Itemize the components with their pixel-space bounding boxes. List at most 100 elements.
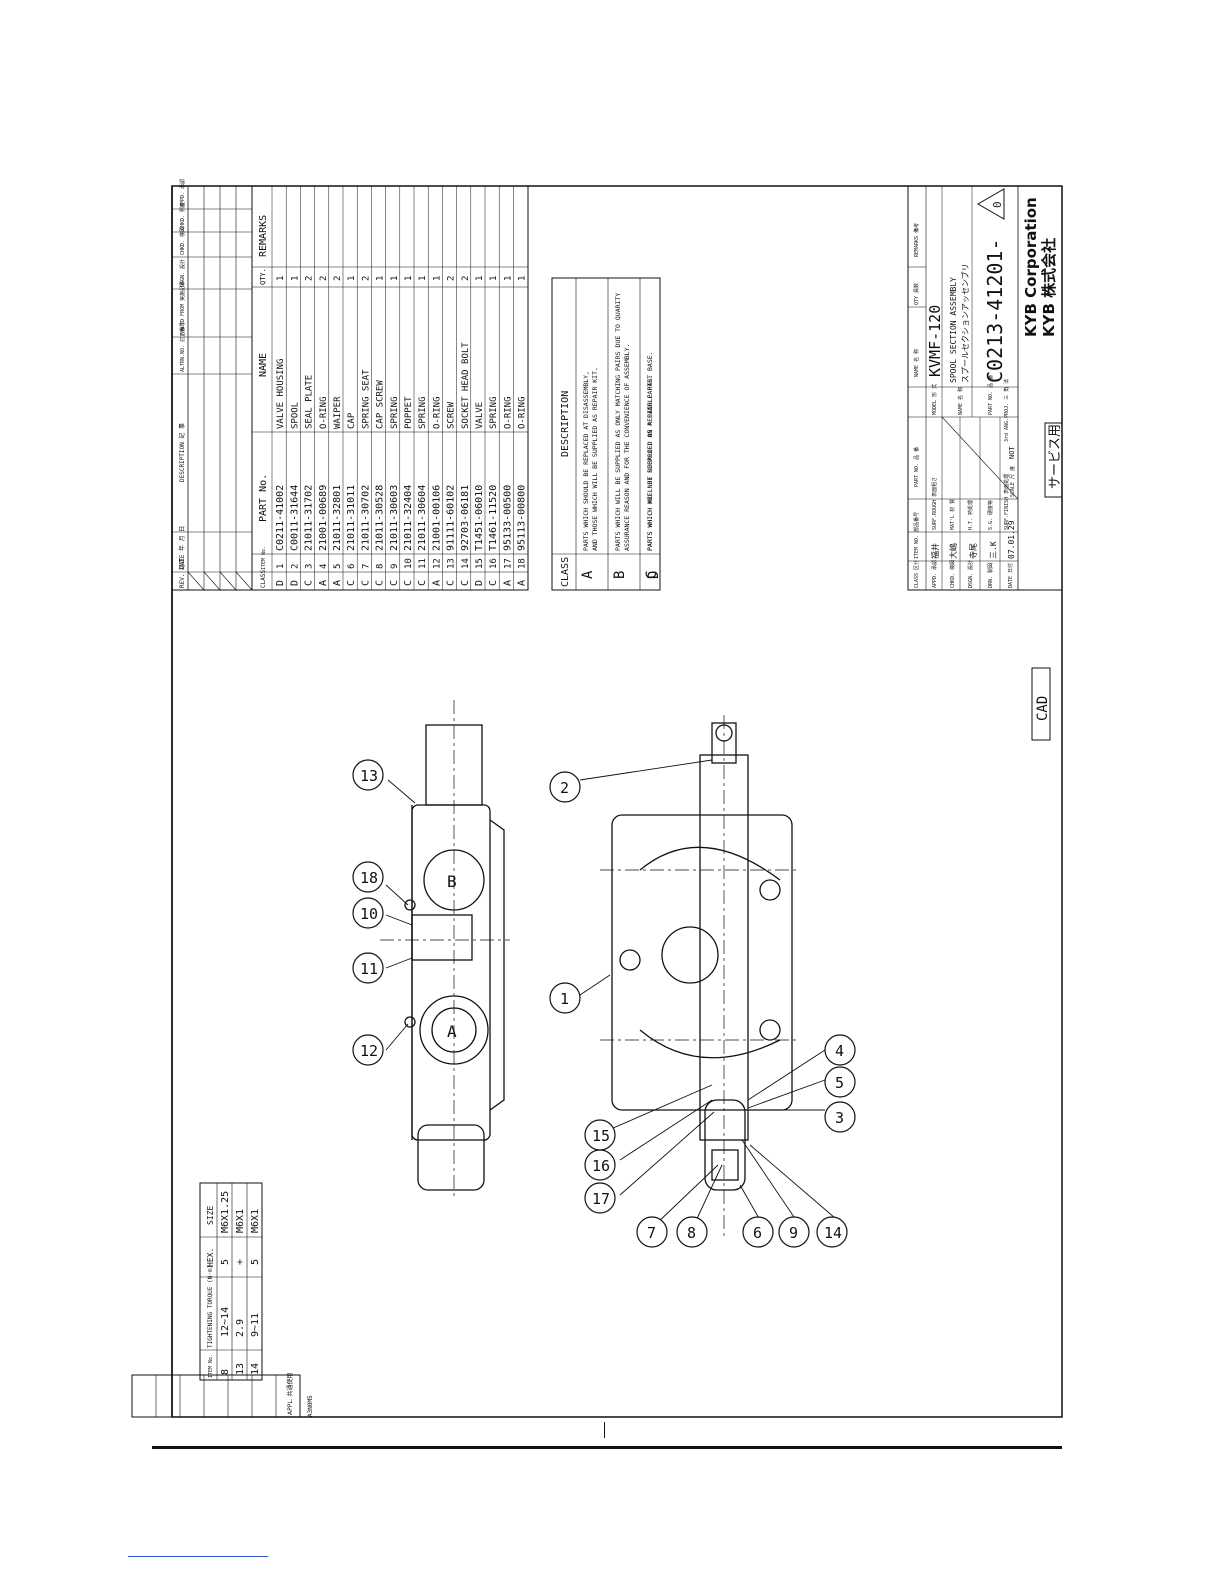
tb-date-value: 07.01.29 [1007,520,1016,559]
part-row-2-class: D [289,580,300,586]
part-row-1-class: D [275,580,286,586]
tb-part-no-value: C0213-41201- [983,239,1007,384]
balloon-10: 10 [352,897,384,929]
balloon-15: 15 [584,1119,616,1151]
part-row-8-part-no: 21011-30528 [375,485,386,551]
svg-text:12: 12 [360,1042,378,1060]
part-row-14-part-no: 92703-06181 [460,485,471,551]
tb-dsgn: DSGN. 設計 [967,560,974,588]
part-row-16-name: SPRING [489,396,499,429]
rev-header-appd: APPD. 承認 [179,179,186,207]
cad-label: CAD [1035,696,1051,721]
part-row-16-item: 16 [489,558,499,569]
balloon-8: 8 [676,1216,708,1248]
torque-header-size: SIZE [206,1206,215,1225]
torque-header-item: ITEM No. [208,1354,214,1378]
part-row-12-class: A [431,580,442,586]
part-row-7-qty: 2 [361,276,371,281]
part-row-5-name: WAIPER [333,396,343,429]
part-row-12-name: O-RING [432,396,442,429]
class-row-1-line1: PARTS WHICH SHOULD BE REPLACED AT DISASS… [582,371,590,551]
revision-triangle [976,188,1005,220]
balloon-12: 12 [352,1034,384,1066]
part-row-1-qty: 1 [276,276,286,281]
part-row-9-name: SPRING [390,396,400,429]
torque-row-1-item: 8 [220,1369,231,1375]
parts-list-table: CLASS ITEM No. PART No. NAME QTY. REMARK… [251,185,529,591]
part-row-13-part-no: 91111-60102 [446,485,457,551]
parts-header-qty: QTY. [259,268,267,285]
part-row-13-item: 13 [447,558,457,569]
part-row-10-qty: 1 [404,276,414,281]
rev-header-valid: VALID FROM 実施記事 [179,281,186,334]
part-row-14-item: 14 [461,558,471,569]
side-view: B A [380,700,510,1200]
revision-table: REV. 訂正 DATE 年 月 日 DESCRIPTION 記 事 ALTRN… [171,179,253,591]
parts-header-part-no: PART No. [258,474,269,522]
part-row-4-qty: 2 [319,276,329,281]
parts-header-item: ITEM No. [261,546,267,570]
part-row-1-item: 1 [276,564,286,569]
tb-scale: SCALE 尺 度 [1009,466,1016,497]
tb-scale-value: NOT [1008,446,1016,459]
edge-code: A3N0M5 [307,1395,314,1417]
svg-text:6: 6 [753,1224,762,1242]
port-a-label: A [447,1022,457,1041]
part-row-6-part-no: 21011-31011 [346,485,357,551]
part-row-4-item: 4 [319,564,329,569]
torque-row-3-item: 14 [250,1363,261,1375]
balloon-18: 18 [352,861,384,893]
part-row-6-item: 6 [347,564,357,569]
balloon-4: 4 [824,1034,856,1066]
balloon-5: 5 [824,1066,856,1098]
part-row-18-item: 18 [518,558,528,569]
part-row-5-item: 5 [333,564,343,569]
svg-text:7: 7 [647,1224,656,1242]
tb-ht: H.T. 熱処理 [967,500,974,530]
svg-text:17: 17 [592,1190,610,1208]
part-row-2-item: 2 [290,564,300,569]
svg-text:9: 9 [789,1224,798,1242]
part-row-3-item: 3 [305,564,315,569]
parts-header-name: NAME [258,353,269,377]
balloon-11: 11 [352,952,384,984]
appl-label: APPL. 共通使用 [286,1373,294,1416]
part-row-2-name: SPOOL [290,402,300,429]
part-row-11-class: C [417,580,428,586]
tb-model-label: MODEL 形 式 [931,384,938,415]
class-desc-header: DESCRIPTION [560,391,571,457]
part-row-16-class: C [488,580,499,586]
part-row-13-qty: 2 [447,276,457,281]
torque-row-2-size: M6X1 [235,1209,246,1233]
part-row-1-name: VALVE HOUSING [276,359,286,429]
part-row-11-part-no: 21011-30604 [417,485,428,551]
svg-text:14: 14 [824,1224,842,1242]
tb-dsgn-name: 寺尾 [969,543,978,559]
part-row-17-class: A [502,580,513,586]
svg-text:16: 16 [592,1157,610,1175]
part-row-8-qty: 1 [376,276,386,281]
balloon-9: 9 [778,1216,810,1248]
tb-item-no: ITEM NO. 部品番号 [913,512,920,559]
tb-model: KVMF-120 [926,305,944,377]
part-row-3-part-no: 21011-31702 [304,485,315,551]
title-block: CLASS 区分 ITEM NO. 部品番号 PART NO. 品 番 NAME… [907,185,1063,591]
part-row-10-class: C [403,580,414,586]
torque-row-3-hex: 5 [250,1259,261,1265]
part-row-8-name: CAP SCREW [376,380,386,429]
tb-name: NAME 名 称 [913,349,920,377]
part-row-7-name: SPRING SEAT [361,369,371,429]
part-row-15-part-no: T1451-06010 [474,485,485,551]
part-row-9-item: 9 [390,564,400,569]
appl-block: APPL. 共通使用 A3N0M5 [131,1373,314,1418]
part-row-18-name: O-RING [518,396,528,429]
tb-class: CLASS 区分 [913,560,920,588]
rotated-sheet-content: REV. 訂正 DATE 年 月 日 DESCRIPTION 記 事 ALTRN… [131,179,1063,1418]
rev-header-dsgn: DSGN. 設計 [179,259,186,287]
balloon-6: 6 [742,1216,774,1248]
tb-qty: QTY 員数 [913,283,920,305]
part-row-14-class: C [460,580,471,586]
tb-name-en: SPOOL SECTION ASSEMBLY [949,277,958,383]
